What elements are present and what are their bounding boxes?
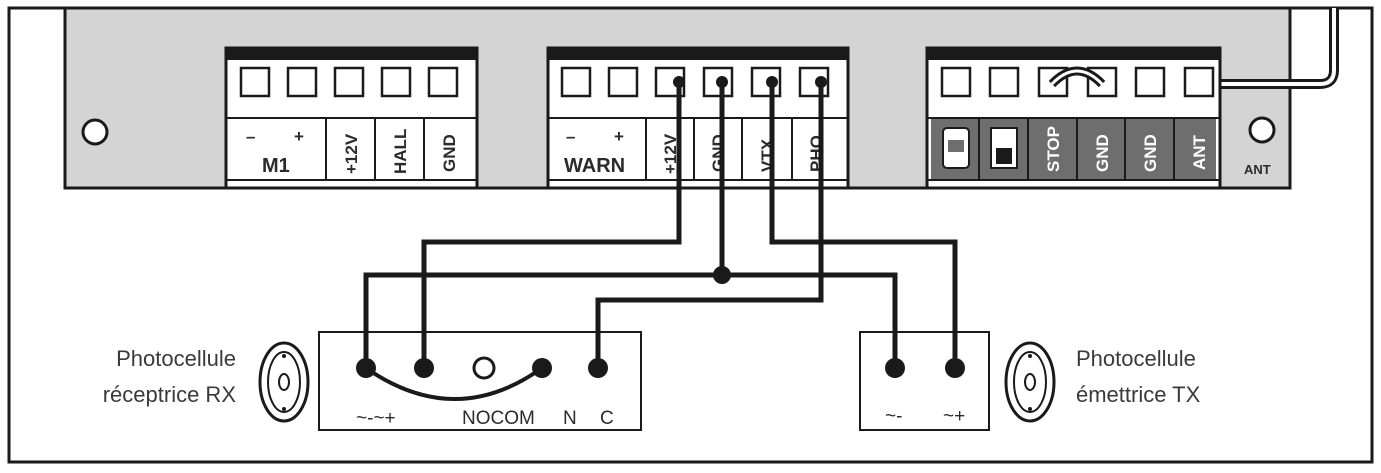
right-gnd1-label: GND [1093,134,1112,172]
m1-gnd-label: GND [440,134,459,172]
mounting-hole-right [1248,116,1276,144]
right-gnd2-label: GND [1141,134,1160,172]
rx-jumper-arc [364,366,544,401]
rx-terminal-box [318,331,642,431]
tx-photocell-icon [1004,341,1056,423]
m1-hall-label: HALL [391,129,410,174]
tx-terminal-plus: ~+ [943,406,965,427]
m1-12v-label: +12V [342,133,361,174]
rx-terminals-left: ~-~+ [356,408,396,429]
rx-photocell-icon [258,341,310,423]
warn-12v-label: +12V [661,133,680,174]
tx-title-line1: Photocellule [1076,346,1196,371]
m1-plus-label: + [294,127,304,146]
wire-vtx-tx [769,82,958,368]
wire-dots [356,76,965,378]
warn-label: WARN [564,155,625,177]
wires [363,82,958,401]
wire-gnd-bus [363,272,898,368]
tx-terminal-box [859,331,990,431]
gnd-junction-dot [713,266,731,284]
m1-minus-label: – [246,127,255,146]
warn-minus-label: – [566,127,575,146]
wire-12v-rx [421,82,682,368]
rx-terminal-n: N [563,408,577,429]
connector-m1 [224,46,479,190]
mounting-hole-left [81,118,109,146]
warn-gnd-label: GND [709,134,728,172]
tx-title-line2: émettrice TX [1076,382,1201,407]
rx-terminal-c: C [600,408,614,429]
right-stop-label: STOP [1044,126,1063,172]
m1-label: M1 [262,155,290,177]
connector-right [925,46,1222,190]
wire-pho-rx [595,82,824,368]
right-ant-label: ANT [1190,134,1209,170]
warn-plus-label: + [614,127,624,146]
rx-title-line2: réceptrice RX [103,382,237,407]
connector-warn [546,46,850,190]
tx-terminal-minus: ~- [885,406,902,427]
antenna-wire-inner [1205,8,1336,86]
rx-title-line1: Photocellule [116,346,236,371]
ant-board-label: ANT [1244,162,1271,177]
rx-center-hole [472,356,496,380]
rx-terminals-nocom: NOCOM [462,408,535,429]
